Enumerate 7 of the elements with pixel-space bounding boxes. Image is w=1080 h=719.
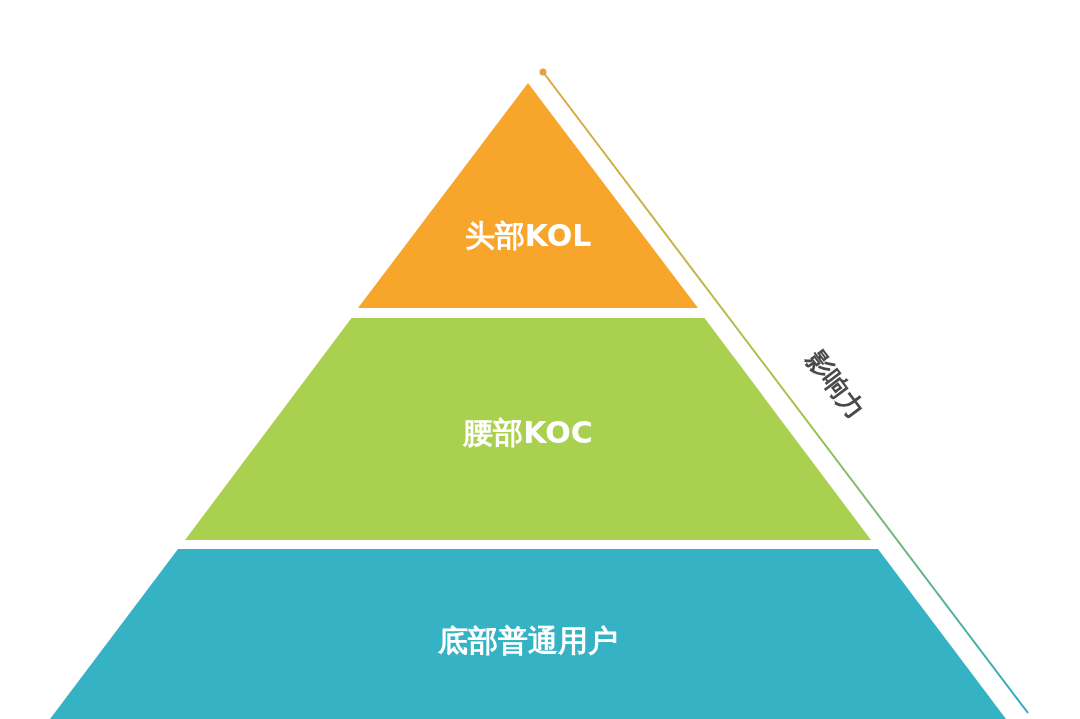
- tier-label: 底部普通用户: [438, 623, 618, 659]
- axis-label: 影响力: [799, 344, 871, 426]
- pyramid-tier: [358, 83, 698, 308]
- tier-label: 腰部KOC: [463, 415, 593, 451]
- tier-label: 头部KOL: [464, 218, 592, 254]
- pyramid-tier: [50, 549, 1006, 719]
- pyramid-tier: [185, 318, 871, 540]
